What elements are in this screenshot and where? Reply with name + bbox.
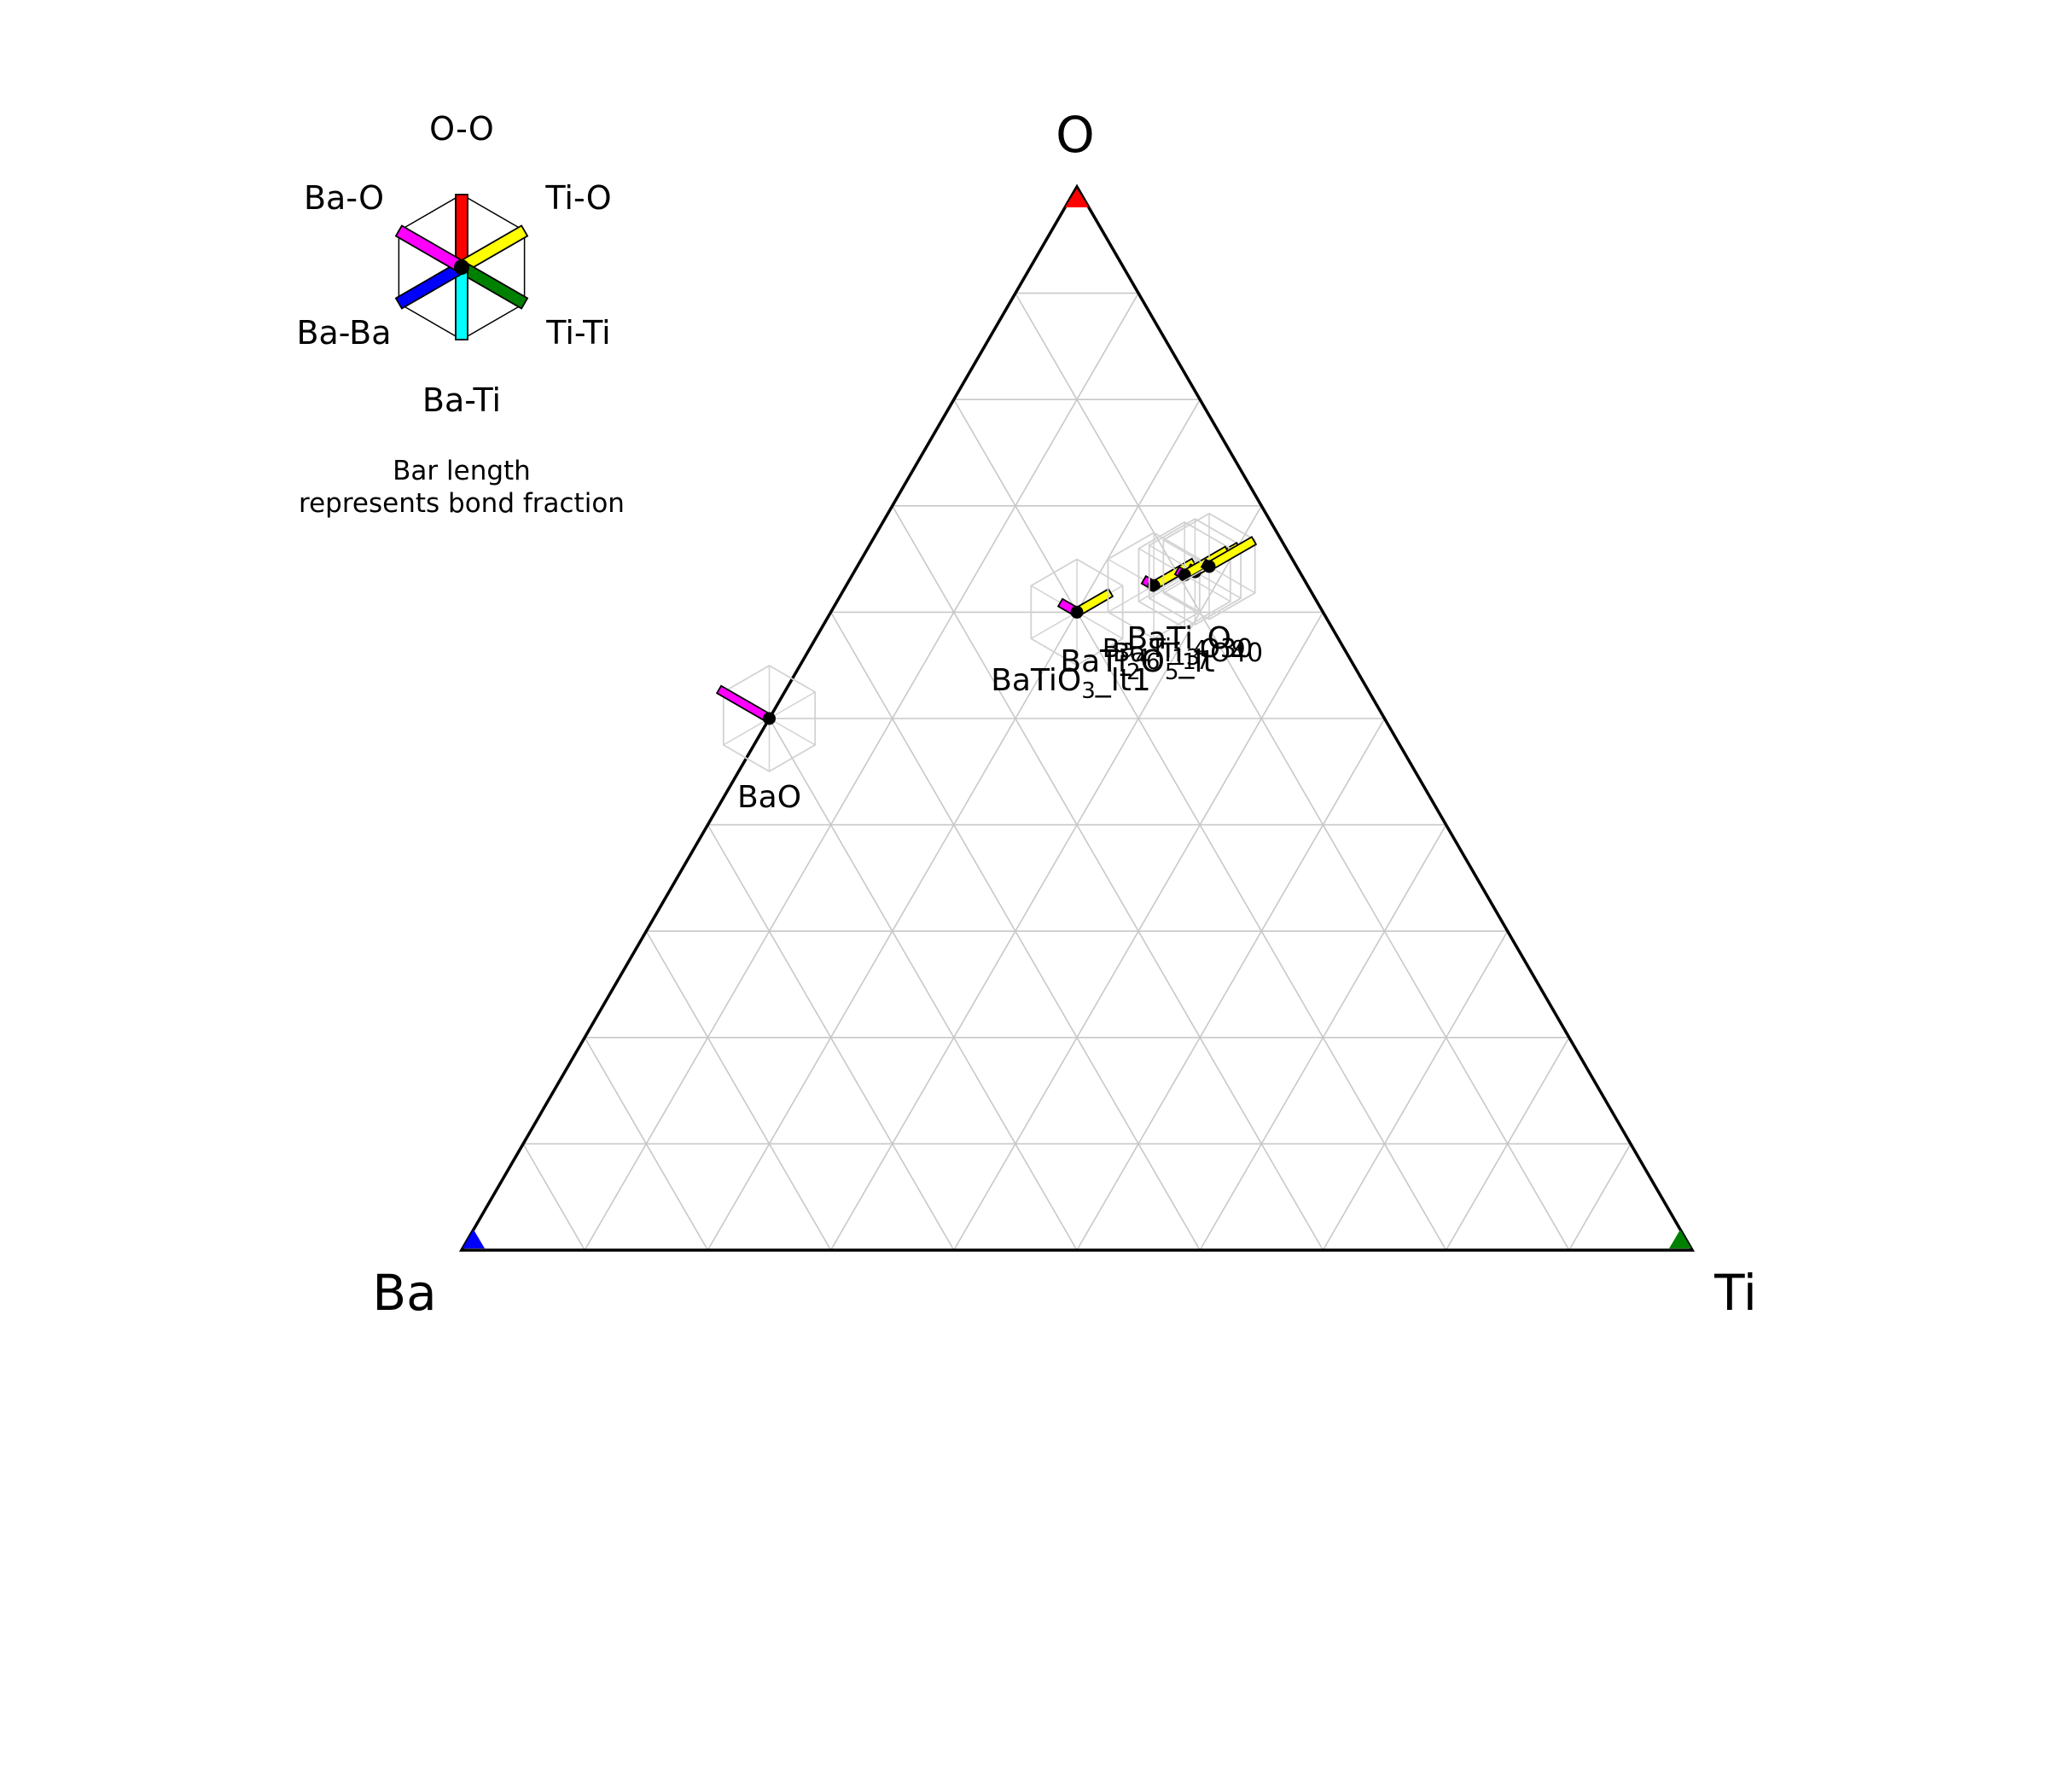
point-hexagon-spoke: [1184, 574, 1231, 602]
grid-line-ti: [829, 505, 1262, 1251]
legend-label-o-o: O-O: [429, 110, 494, 148]
point-hexagon-spoke: [1153, 585, 1201, 613]
bond-legend: O-O Ti-O Ti-Ti Ba-Ti Ba-Ba Ba-O Bar leng…: [296, 110, 624, 519]
point-hexagon-spoke: [1076, 611, 1124, 640]
point-marker: [1178, 568, 1191, 582]
grid-line-ti: [584, 293, 1139, 1251]
point-hexagon-spoke: [1108, 585, 1155, 613]
grid-line-ba: [645, 930, 832, 1251]
point-hexagon-spoke: [1030, 611, 1078, 640]
grid-line-ti: [1322, 930, 1509, 1251]
vertex-label-right: Ti: [1713, 1264, 1757, 1322]
grid-line-ba: [707, 824, 955, 1251]
point-hexagon-spoke: [1138, 574, 1185, 602]
point-marker: [1202, 560, 1216, 573]
grid-line-ti: [1445, 1037, 1570, 1251]
legend-note-line2: represents bond fraction: [299, 488, 625, 519]
grid-line-ti: [1076, 718, 1386, 1251]
vertex-label-top: O: [1056, 106, 1095, 164]
ternary-grid: [522, 292, 1632, 1251]
legend-label-ba-ti: Ba-Ti: [422, 381, 501, 419]
point-label-ba6ti17o40: Ba6Ti17O40: [1113, 638, 1263, 675]
grid-line-ti: [1199, 824, 1447, 1251]
vertex-marker-top: [1065, 189, 1089, 207]
legend-bar-ba-ti: [455, 266, 468, 340]
point-bati4o9: [1162, 512, 1258, 620]
legend-label-ti-o: Ti-O: [544, 179, 611, 217]
legend-note-line1: Bar length: [393, 456, 531, 486]
legend-label-ba-o: Ba-O: [304, 179, 384, 217]
grid-line-ba: [1015, 293, 1570, 1251]
point-hexagon-spoke: [1195, 571, 1242, 599]
point-hexagon-spoke: [769, 718, 816, 746]
point-bao: [715, 664, 817, 773]
point-label-bao: BaO: [737, 780, 801, 815]
vertex-label-left: Ba: [372, 1264, 436, 1322]
legend-center-dot: [454, 259, 469, 275]
point-label-batio3_lt1: BaTiO3_lt1: [991, 663, 1151, 704]
vertex-marker-left: [463, 1230, 485, 1248]
data-points: BaO BaTiO3_lt1BaTi2O5_ltBa4Ti13O30Ba6Ti17…: [715, 512, 1263, 815]
point-marker: [763, 712, 776, 725]
point-hexagon-spoke: [1162, 539, 1210, 567]
grid-line-ba: [584, 1037, 709, 1251]
vertex-marker-right: [1669, 1230, 1691, 1248]
point-batio3_lt1: [1030, 558, 1124, 666]
vertex-markers: [463, 189, 1691, 1248]
point-hexagon-spoke: [1149, 544, 1196, 573]
point-hexagon-spoke: [723, 718, 770, 746]
grid-line-ba: [768, 718, 1078, 1251]
grid-line-ba: [892, 505, 1324, 1251]
legend-bar-o-o: [455, 194, 468, 268]
point-hexagon-spoke: [1162, 566, 1210, 594]
point-label-bati2o5_lt: BaTi2O5_lt: [1060, 644, 1214, 685]
point-label-ba4ti13o30: Ba4Ti13O30: [1103, 634, 1253, 671]
grid-line-ba: [522, 1143, 585, 1251]
point-hexagon-spoke: [1208, 566, 1256, 594]
point-label-bati4o9: BaTi4O9: [1126, 621, 1245, 662]
point-hexagon-spoke: [769, 691, 816, 719]
legend-glyph: [394, 194, 529, 340]
legend-label-ba-ba: Ba-Ba: [296, 314, 391, 352]
point-marker: [1070, 605, 1084, 619]
legend-label-ti-ti: Ti-Ti: [545, 314, 610, 352]
grid-line-ti: [1568, 1143, 1632, 1251]
point-marker: [1147, 579, 1161, 592]
